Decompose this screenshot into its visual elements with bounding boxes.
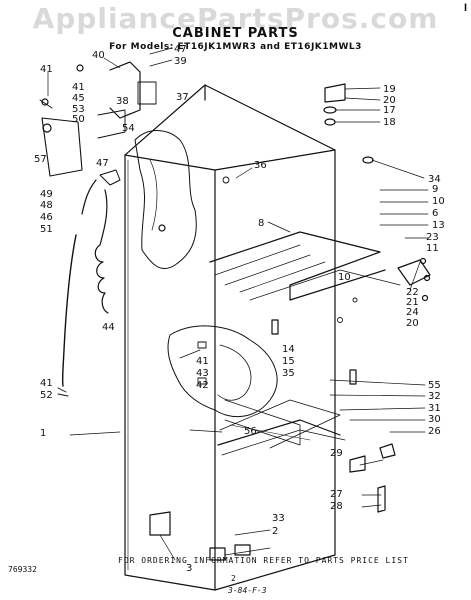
callout-40: 40 <box>92 50 105 61</box>
callout-leaders <box>47 47 429 561</box>
callout-13: 13 <box>432 220 445 231</box>
callout-42: 42 <box>196 380 209 391</box>
callout-43: 43 <box>196 368 209 379</box>
lower-cutaway <box>167 325 311 446</box>
callout-10: 10 <box>338 272 351 283</box>
hinge-bracket-assembly <box>41 61 157 177</box>
callout-15: 15 <box>282 356 295 367</box>
callout-48: 48 <box>40 200 53 211</box>
callout-36: 36 <box>254 160 267 171</box>
callout-52: 52 <box>40 390 53 401</box>
callout-46: 46 <box>40 212 53 223</box>
power-cord <box>94 169 121 314</box>
callout-49: 49 <box>40 189 53 200</box>
callout-21: 21 <box>406 297 419 308</box>
callout-35: 35 <box>282 368 295 379</box>
callout-32: 32 <box>428 391 441 402</box>
callout-44: 44 <box>102 322 115 333</box>
callout-41: 41 <box>40 378 53 389</box>
callout-23: 23 <box>426 232 439 243</box>
callout-20: 20 <box>383 95 396 106</box>
callout-6: 6 <box>432 208 438 219</box>
drain-tube <box>61 179 97 387</box>
callout-41: 41 <box>72 82 85 93</box>
diagram-subtitle: For Models: ET16JK1MWR3 and ET16JK1MWL3 <box>109 42 362 52</box>
callout-55: 55 <box>428 380 441 391</box>
handwritten-note: 3-84-F-3 <box>228 586 267 595</box>
callout-26: 26 <box>428 426 441 437</box>
corner-mark: I <box>463 2 467 14</box>
callout-14: 14 <box>282 344 295 355</box>
document-code: 769332 <box>8 565 37 574</box>
screws-hardware <box>39 99 358 397</box>
callout-29: 29 <box>330 448 343 459</box>
callout-31: 31 <box>428 403 441 414</box>
callout-10: 10 <box>432 196 445 207</box>
callout-53: 53 <box>72 104 85 115</box>
callout-30: 30 <box>428 414 441 425</box>
callout-27: 27 <box>330 489 343 500</box>
shelf-rails <box>209 231 401 301</box>
callout-38: 38 <box>116 96 129 107</box>
callout-20: 20 <box>406 318 419 329</box>
callout-47: 47 <box>174 44 187 55</box>
page-number: 2 <box>231 574 236 583</box>
callout-45: 45 <box>72 93 85 104</box>
ordering-info-note: FOR ORDERING INFORMATION REFER TO PARTS … <box>118 556 409 565</box>
callout-47: 47 <box>96 158 109 169</box>
callout-50: 50 <box>72 114 85 125</box>
callout-1: 1 <box>40 428 46 439</box>
callout-11: 11 <box>426 243 439 254</box>
diagram-title: CABINET PARTS <box>172 26 299 41</box>
callout-9: 9 <box>432 184 438 195</box>
callout-8: 8 <box>258 218 264 229</box>
callout-2: 2 <box>272 526 278 537</box>
callout-19: 19 <box>383 84 396 95</box>
bottom-deck <box>217 399 346 456</box>
callout-39: 39 <box>174 56 187 67</box>
callout-51: 51 <box>40 224 53 235</box>
callout-56: 56 <box>244 426 257 437</box>
callout-34: 34 <box>428 174 441 185</box>
watermark: AppliancePartsPros.com <box>32 2 439 35</box>
callout-17: 17 <box>383 105 396 116</box>
cabinet-shell <box>124 84 336 591</box>
callout-28: 28 <box>330 501 343 512</box>
callout-41: 41 <box>196 356 209 367</box>
callout-3: 3 <box>186 563 192 574</box>
callout-57: 57 <box>34 154 47 165</box>
callout-54: 54 <box>122 123 135 134</box>
callout-41: 41 <box>40 64 53 75</box>
callout-33: 33 <box>272 513 285 524</box>
leveling-feet <box>149 511 251 561</box>
callout-22: 22 <box>406 287 419 298</box>
callout-18: 18 <box>383 117 396 128</box>
callout-37: 37 <box>176 92 189 103</box>
callout-24: 24 <box>406 307 419 318</box>
upper-cutaway <box>134 130 197 270</box>
